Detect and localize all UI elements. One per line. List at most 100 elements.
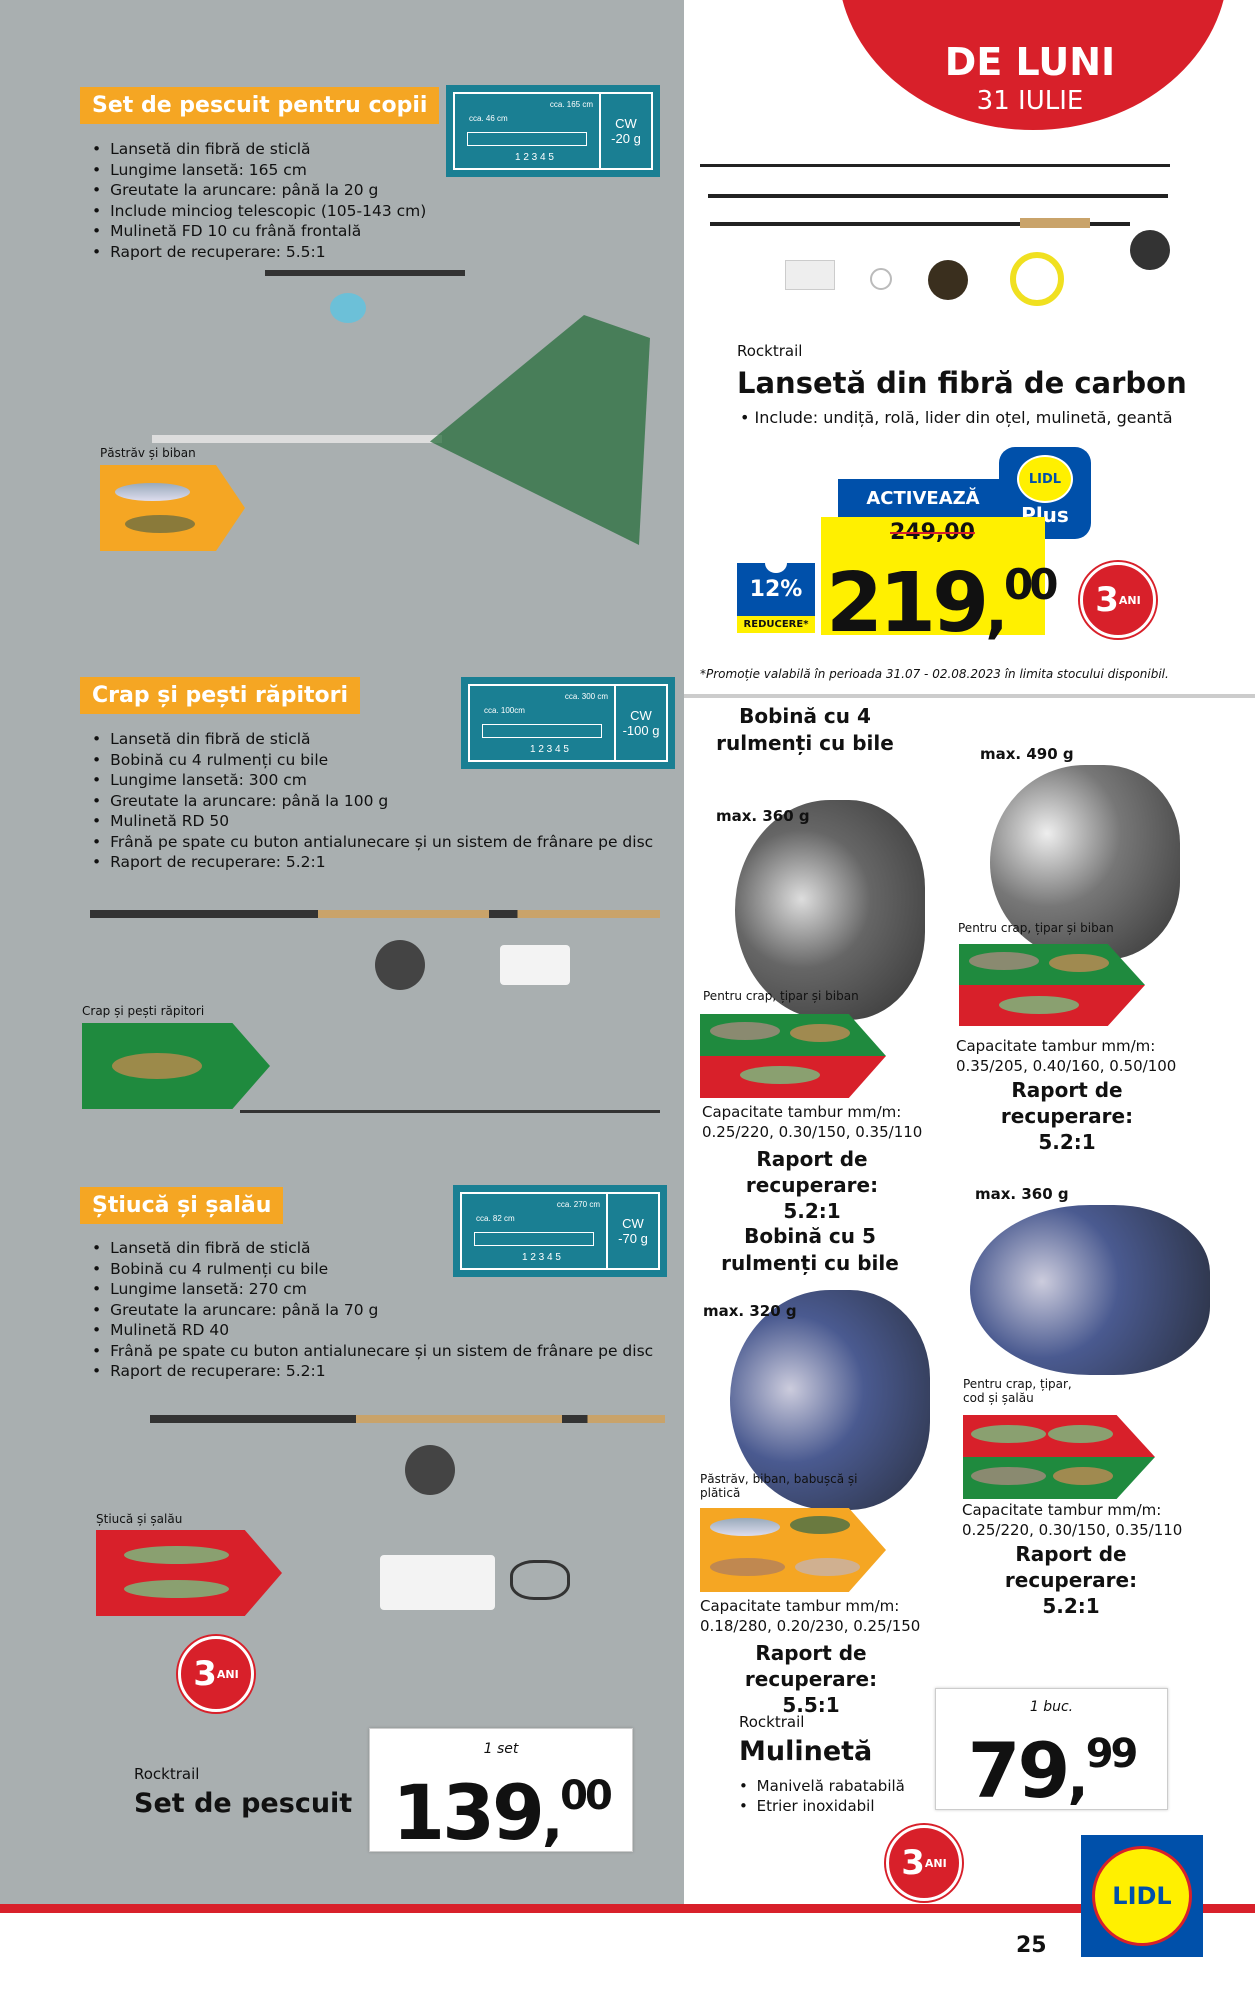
carbon-include-text: Include: undiță, rolă, lider din oțel, m…: [754, 408, 1173, 427]
fish-badge: [82, 1023, 270, 1109]
spec-cw: CW: [622, 1216, 644, 1231]
cap-title: Capacitate tambur mm/m:: [962, 1501, 1162, 1519]
banner-line1: DE LUNI: [944, 40, 1116, 84]
spec-list: Lansetă din fibră de sticlăBobină cu 4 r…: [92, 729, 653, 873]
carbon-include: • Include: undiță, rolă, lider din oțel,…: [740, 408, 1173, 427]
retrieve-ratio: Raport de recuperare:5.2:1: [956, 1077, 1178, 1155]
rap-value: 5.2:1: [783, 1199, 841, 1223]
cap-values: 0.35/205, 0.40/160, 0.50/100: [956, 1057, 1177, 1075]
carbon-price: 219,00: [826, 556, 1058, 651]
spec-item: Lungime lansetă: 300 cm: [92, 770, 653, 791]
page-number: 25: [1016, 1933, 1047, 1958]
spec-item: Frână pe spate cu buton antialunecare și…: [92, 1341, 653, 1362]
warranty-years: 3: [193, 1654, 217, 1694]
feature-item: Manivelă rabatabilă: [739, 1776, 905, 1796]
mulineta-price-box: 1 buc. 79,99: [935, 1688, 1168, 1811]
reel-image: [730, 1290, 930, 1510]
mulineta-unit: 1 buc.: [1029, 1699, 1074, 1715]
spec-list: Lansetă din fibră de sticlăLungime lanse…: [92, 139, 426, 262]
spool-capacity: Capacitate tambur mm/m: 0.18/280, 0.20/23…: [700, 1596, 920, 1636]
rap-title: Raport de recuperare:: [1000, 1078, 1134, 1128]
pike-set-image: [150, 1405, 670, 1635]
spec-item: Greutate la aruncare: până la 20 g: [92, 180, 426, 201]
spec-cw: CW: [615, 116, 637, 131]
rod-image: [700, 160, 1170, 306]
lidl-plus-app-icon[interactable]: LIDL Plus: [999, 447, 1091, 539]
spec-item: Include minciog telescopic (105-143 cm): [92, 201, 426, 222]
price-int: 79: [967, 1726, 1071, 1815]
spec-item: Lansetă din fibră de sticlă: [92, 139, 426, 160]
cap-values: 0.18/280, 0.20/230, 0.25/150: [700, 1617, 921, 1635]
fish-label: Păstrăv și biban: [100, 446, 196, 460]
fish-label: Păstrăv, biban, babușcă și plătică: [700, 1472, 858, 1500]
spec-item: Lansetă din fibră de sticlă: [92, 1238, 653, 1259]
warranty-years: 3: [1095, 580, 1119, 620]
cap-title: Capacitate tambur mm/m:: [956, 1037, 1156, 1055]
discount-label: REDUCERE*: [737, 616, 815, 633]
lidl-logo-small: LIDL: [1017, 455, 1073, 503]
mulineta-features: Manivelă rabatabilăEtrier inoxidabil: [739, 1776, 905, 1816]
spec-item: Greutate la aruncare: până la 70 g: [92, 1300, 653, 1321]
spec-total: cca. 165 cm: [549, 100, 593, 109]
reel-heading-5-bearings: Bobină cu 5 rulmenți cu bile: [721, 1224, 899, 1275]
reel-image: [990, 765, 1180, 960]
mulineta-title: Mulinetă: [739, 1736, 873, 1767]
warranty-unit: ANI: [924, 1856, 947, 1870]
fish-badge: [100, 465, 245, 551]
carbon-title: Lansetă din fibră de carbon: [737, 366, 1187, 400]
kids-set-image: [140, 265, 660, 555]
spec-item: Lungime lansetă: 165 cm: [92, 160, 426, 181]
price-yellow-box: [821, 517, 1045, 635]
promo-note: *Promoție valabilă în perioada 31.07 - 0…: [700, 667, 1169, 681]
rap-value: 5.2:1: [1042, 1594, 1100, 1618]
mulineta-price: 79,99: [967, 1726, 1139, 1815]
rap-title: Raport de recuperare:: [745, 1147, 879, 1197]
price-int: 219: [826, 556, 989, 651]
discount-value: 12%: [749, 577, 803, 602]
price-dec: 99: [1085, 1731, 1139, 1777]
reel-image: [970, 1205, 1210, 1375]
price-dec: 00: [1003, 560, 1058, 609]
carbon-brand: Rocktrail: [737, 342, 803, 360]
spec-closed: cca. 82 cm: [476, 1214, 515, 1223]
feature-item: Etrier inoxidabil: [739, 1796, 905, 1816]
max-weight: max. 490 g: [980, 745, 1074, 763]
cap-values: 0.25/220, 0.30/150, 0.35/110: [702, 1123, 923, 1141]
rap-value: 5.5:1: [782, 1693, 840, 1717]
section-label: Set de pescuit pentru copii: [80, 87, 440, 124]
cap-title: Capacitate tambur mm/m:: [700, 1597, 900, 1615]
price-int: 139: [392, 1768, 545, 1857]
spec-item: Mulinetă RD 40: [92, 1320, 653, 1341]
activate-button[interactable]: ACTIVEAZĂ: [838, 479, 1008, 517]
section-label: Știucă și șalău: [80, 1187, 284, 1224]
spec-item: Raport de recuperare: 5.2:1: [92, 1361, 653, 1382]
fish-label: Pentru crap, țipar și biban: [703, 989, 859, 1003]
spec-item: Bobină cu 4 rulmenți cu bile: [92, 1259, 653, 1280]
spec-item: Bobină cu 4 rulmenți cu bile: [92, 750, 653, 771]
retrieve-ratio: Raport de recuperare:5.2:1: [960, 1541, 1182, 1619]
spec-item: Raport de recuperare: 5.5:1: [92, 242, 426, 263]
price-dec: 00: [560, 1773, 613, 1819]
spec-total: cca. 300 cm: [564, 692, 608, 701]
spec-total: cca. 270 cm: [556, 1200, 600, 1209]
lidl-logo: LIDL: [1081, 1835, 1203, 1957]
spool-capacity: Capacitate tambur mm/m: 0.25/220, 0.30/15…: [702, 1102, 922, 1142]
warranty-unit: ANI: [1118, 593, 1141, 607]
spool-capacity: Capacitate tambur mm/m: 0.25/220, 0.30/15…: [962, 1500, 1182, 1540]
spec-item: Frână pe spate cu buton antialunecare și…: [92, 832, 653, 853]
max-weight: max. 360 g: [716, 807, 810, 825]
footer-red-line: [0, 1904, 1255, 1913]
set-price-box: 1 set 139,00: [369, 1728, 633, 1853]
spec-list: Lansetă din fibră de sticlăBobină cu 4 r…: [92, 1238, 653, 1382]
rap-value: 5.2:1: [1038, 1130, 1096, 1154]
rap-title: Raport de recuperare:: [744, 1641, 878, 1691]
spec-cw-value: -20 g: [611, 131, 641, 146]
cap-values: 0.25/220, 0.30/150, 0.35/110: [962, 1521, 1183, 1539]
spec-item: Mulinetă RD 50: [92, 811, 653, 832]
fish-label: Știucă și șalău: [96, 1512, 183, 1526]
carp-set-image: [90, 900, 670, 1130]
cap-title: Capacitate tambur mm/m:: [702, 1103, 902, 1121]
